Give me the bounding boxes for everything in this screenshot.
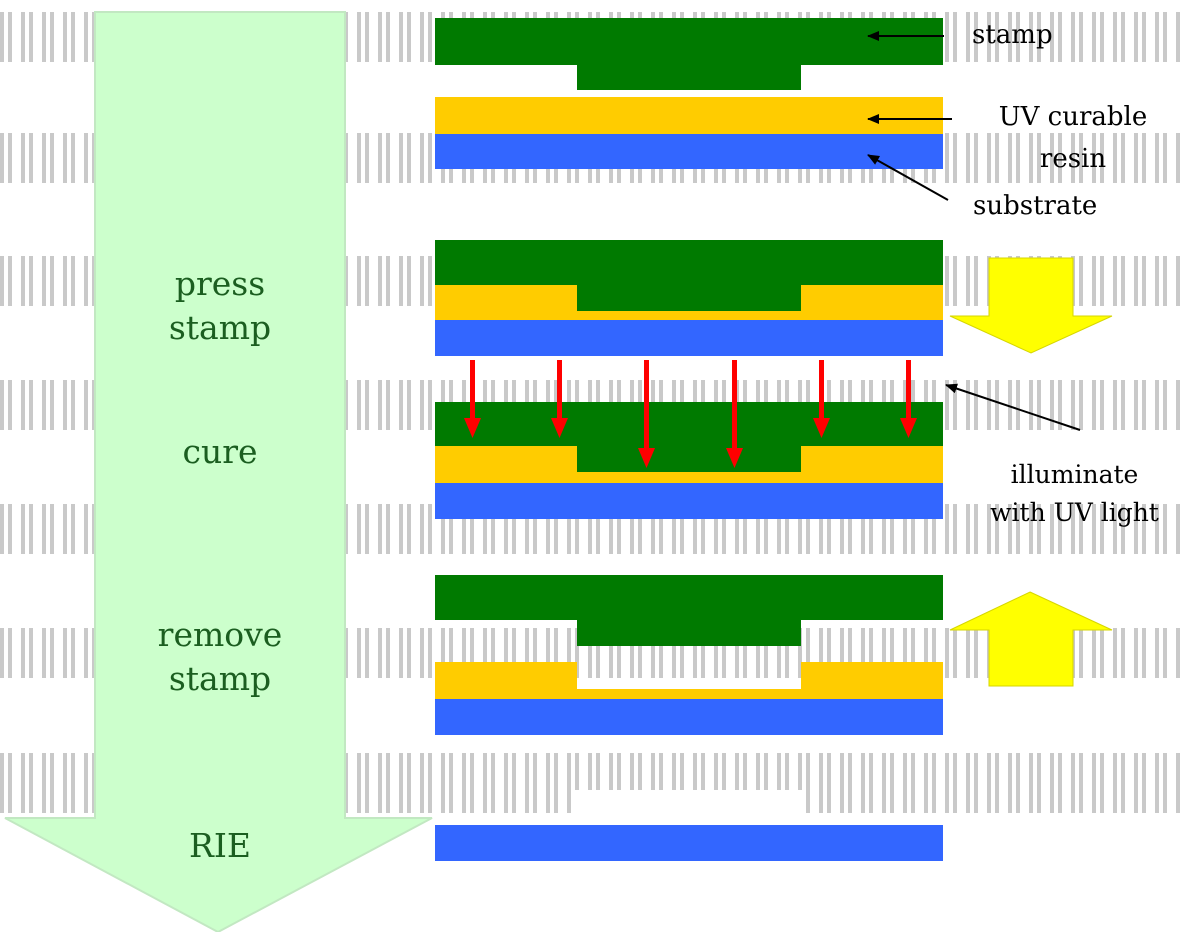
pointer-arrow-uv bbox=[945, 383, 1081, 431]
label-line: illuminate bbox=[1010, 460, 1139, 489]
uv-arrow bbox=[726, 360, 743, 468]
label-line: UV curable bbox=[998, 102, 1148, 132]
step-label-line: RIE bbox=[189, 826, 251, 865]
resin-layer bbox=[435, 97, 943, 134]
pointer-arrow-substrate bbox=[867, 154, 949, 201]
press-down-arrow bbox=[949, 257, 1113, 354]
uv-arrow bbox=[638, 360, 655, 468]
step-label-cure: cure bbox=[95, 430, 345, 474]
stamp-layer bbox=[435, 240, 943, 311]
substrate-layer bbox=[435, 825, 943, 861]
uv-light-arrows bbox=[464, 360, 917, 468]
uv-arrow bbox=[900, 360, 917, 438]
uv-arrow bbox=[813, 360, 830, 438]
process-flow-arrow bbox=[4, 11, 433, 932]
label-line: with UV light bbox=[990, 498, 1159, 527]
label-illuminate: illuminate with UV light bbox=[965, 456, 1184, 532]
remove-up-arrow bbox=[949, 591, 1113, 687]
step-label-line: stamp bbox=[168, 308, 272, 347]
substrate-layer bbox=[435, 483, 943, 519]
resin-layer bbox=[435, 662, 943, 699]
stage-press bbox=[435, 240, 943, 356]
label-stamp: stamp bbox=[972, 20, 1053, 50]
uv-arrow bbox=[464, 360, 481, 438]
step-label-line: press bbox=[174, 264, 266, 303]
stage-cure bbox=[435, 402, 943, 519]
substrate-layer bbox=[435, 320, 943, 356]
label-substrate: substrate bbox=[973, 191, 1098, 221]
stage-initial bbox=[435, 18, 943, 169]
stage-rie bbox=[435, 790, 943, 861]
step-label-line: stamp bbox=[168, 659, 272, 698]
stage-remove bbox=[435, 575, 943, 735]
stamp-layer bbox=[435, 18, 943, 90]
uv-arrow bbox=[551, 360, 568, 438]
step-label-press: press stamp bbox=[95, 262, 345, 350]
step-label-line: remove bbox=[157, 615, 283, 654]
substrate-layer bbox=[435, 134, 943, 169]
step-label-line: cure bbox=[182, 432, 258, 471]
step-label-rie: RIE bbox=[95, 824, 345, 868]
stamp-layer bbox=[435, 575, 943, 646]
substrate-layer bbox=[435, 699, 943, 735]
label-resin: UV curable resin bbox=[968, 96, 1178, 180]
step-label-remove: remove stamp bbox=[95, 613, 345, 701]
label-line: resin bbox=[1039, 144, 1107, 174]
